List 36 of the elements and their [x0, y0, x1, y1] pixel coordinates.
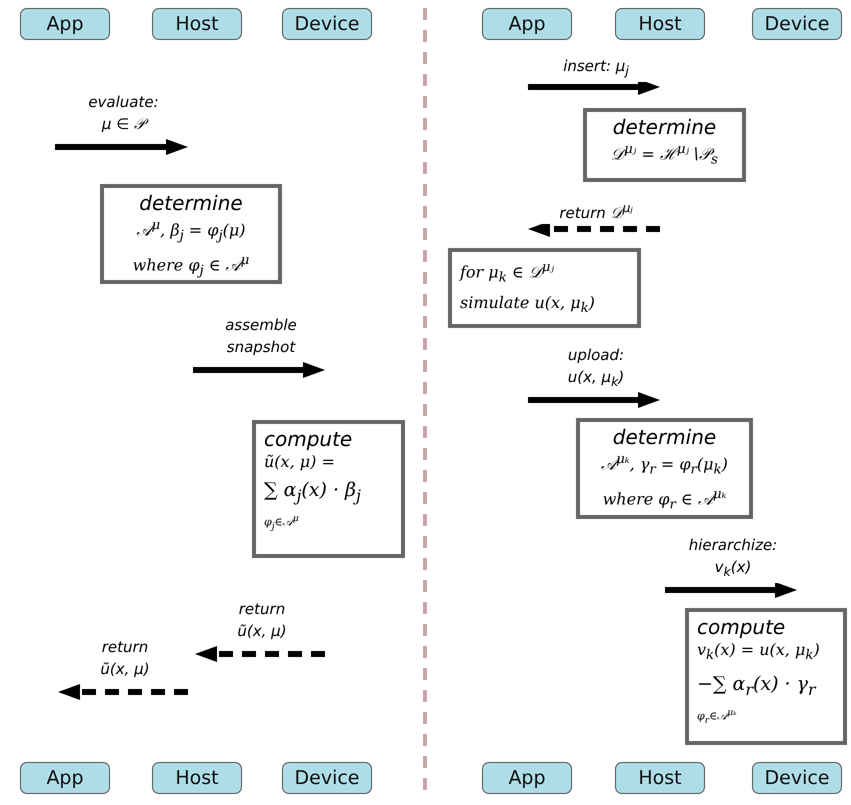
sum-limit: φ$_{r}$∈𝒜$^{μₖ}$ — [697, 706, 737, 728]
step-heading: determine — [139, 192, 243, 214]
formula: −∑ α$_{r}$(x) · γ$_{r}$ — [697, 672, 816, 701]
participant-box: Host — [152, 8, 242, 40]
formula: 𝒜$^{μₖ}$, γ$_{r}$ = φ$_{r}$(μ$_{k}$) — [601, 451, 728, 480]
participant-box: Host — [615, 762, 705, 794]
step-heading: determine — [612, 426, 716, 448]
participant-box: App — [20, 762, 110, 794]
process-box — [100, 184, 282, 284]
formula: for μ$_{k}$ ∈ 𝒟$^{μⱼ}$ — [460, 259, 554, 288]
participant-box: Device — [282, 8, 372, 40]
process-box — [448, 248, 641, 328]
step-heading: compute — [697, 616, 786, 638]
formula: 𝒜$^{μ}$, β$_{j}$ = φ$_{j}$(μ) — [136, 217, 246, 246]
formula: ũ(x, μ) = — [264, 451, 335, 473]
step-heading: determine — [612, 116, 716, 138]
participant-box: Host — [615, 8, 705, 40]
participant-box: Device — [282, 762, 372, 794]
step-heading: compute — [264, 428, 352, 450]
process-box — [252, 420, 405, 558]
participant-box: Host — [152, 762, 242, 794]
formula: ∑ α$_{j}$(x) · β$_{j}$ — [264, 478, 361, 507]
participant-box: App — [482, 8, 572, 40]
participant-box: App — [482, 762, 572, 794]
formula: simulate u(x, μ$_{k}$) — [460, 292, 595, 318]
formula: 𝒟$^{μⱼ}$ = ℋ$^{μⱼ}$∖𝒫$_{s}$ — [611, 141, 718, 170]
formula: where φ$_{r}$ ∈ 𝒜$^{μₖ}$ — [602, 486, 726, 514]
process-box — [576, 418, 753, 519]
process-box — [583, 108, 746, 182]
participant-box: Device — [752, 8, 842, 40]
participant-box: Device — [752, 762, 842, 794]
participant-box: App — [20, 8, 110, 40]
sum-limit: φ$_{j}$∈𝒜$^{μ}$ — [264, 512, 299, 534]
formula: v$_{k}$(x) = u(x, μ$_{k}$) — [697, 639, 820, 666]
process-box — [685, 608, 847, 745]
formula: where φ$_{j}$ ∈ 𝒜$^{μ}$ — [132, 252, 250, 280]
